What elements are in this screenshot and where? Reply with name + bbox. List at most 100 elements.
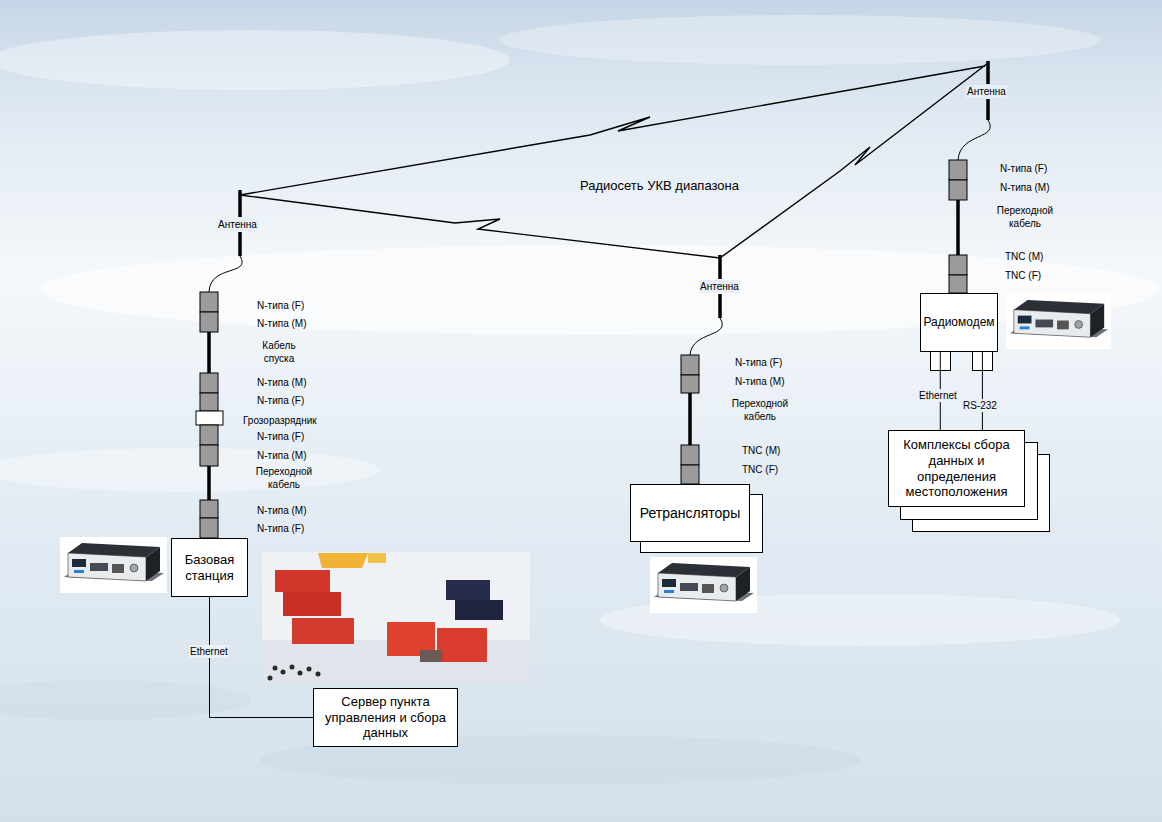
connector bbox=[949, 160, 967, 180]
box-text: Ретрансляторы bbox=[640, 505, 740, 522]
radio-link bbox=[720, 63, 988, 258]
part-label: N-типа (M) bbox=[257, 449, 306, 462]
port bbox=[931, 352, 951, 371]
connector bbox=[200, 445, 218, 466]
cloud-texture bbox=[500, 15, 1100, 65]
part-label: N-типа (F) bbox=[735, 356, 782, 369]
device-box: Сервер пункта управления и сбора данных bbox=[313, 688, 458, 747]
part-label: N-типа (F) bbox=[1000, 162, 1047, 175]
cable bbox=[688, 393, 692, 445]
ice-texture bbox=[0, 680, 250, 720]
antenna-mast bbox=[238, 190, 242, 217]
tent bbox=[275, 570, 330, 592]
antenna-leads bbox=[209, 120, 990, 355]
connector bbox=[949, 180, 967, 200]
part-label: N-типа (F) bbox=[257, 394, 304, 407]
part-label: TNC (F) bbox=[1005, 269, 1041, 282]
antenna-mast bbox=[238, 232, 242, 256]
tent bbox=[283, 592, 341, 616]
antenna-lead bbox=[958, 120, 990, 160]
person bbox=[290, 665, 295, 670]
connector bbox=[949, 275, 967, 293]
tent bbox=[368, 553, 386, 563]
signal-label: Ethernet bbox=[918, 389, 958, 402]
part-label: N-типа (M) bbox=[257, 376, 306, 389]
connector bbox=[200, 518, 218, 538]
person bbox=[268, 676, 273, 681]
connector bbox=[949, 255, 967, 275]
part-label: N-типа (M) bbox=[257, 317, 306, 330]
person bbox=[281, 670, 286, 675]
device-box: Комплексы сбора данных и определения мес… bbox=[888, 430, 1025, 507]
ice-texture bbox=[0, 448, 380, 492]
radio-link bbox=[240, 195, 720, 258]
box-text: Радиомодем bbox=[923, 315, 994, 329]
photo-object bbox=[420, 650, 442, 662]
part-label: Переходной кабель bbox=[728, 397, 792, 423]
connector bbox=[200, 373, 218, 393]
connector bbox=[200, 292, 218, 312]
person bbox=[298, 671, 303, 676]
cloud-texture bbox=[40, 245, 1160, 335]
part-label: N-типа (F) bbox=[257, 299, 304, 312]
part-label: TNC (M) bbox=[1005, 250, 1043, 263]
antenna-mast bbox=[718, 294, 722, 318]
part-label: N-типа (M) bbox=[735, 375, 784, 388]
part-label: TNC (F) bbox=[742, 463, 778, 476]
connector bbox=[681, 355, 699, 375]
network-label: Радиосеть УКВ диапазона bbox=[580, 178, 739, 194]
device-photo bbox=[60, 537, 167, 593]
part-label: Антенна bbox=[966, 85, 1007, 98]
lightning-arrester bbox=[196, 411, 223, 425]
part-label: Переходной кабель bbox=[252, 465, 316, 491]
connectors bbox=[196, 160, 967, 538]
device-box: Радиомодем bbox=[920, 293, 998, 352]
connector bbox=[200, 393, 218, 411]
person bbox=[273, 666, 278, 671]
connector bbox=[681, 465, 699, 484]
part-label: Антенна bbox=[217, 218, 258, 231]
part-label: N-типа (F) bbox=[257, 430, 304, 443]
radio-links bbox=[240, 63, 988, 258]
cable bbox=[956, 200, 960, 255]
cable bbox=[207, 332, 211, 373]
part-label: N-типа (M) bbox=[1000, 181, 1049, 194]
connector bbox=[681, 445, 699, 465]
tent bbox=[437, 628, 487, 662]
radio-link bbox=[240, 66, 985, 195]
person bbox=[316, 672, 321, 677]
tent bbox=[318, 553, 368, 568]
part-label: Кабель спуска bbox=[254, 339, 304, 365]
cable-link bbox=[982, 352, 983, 430]
connector bbox=[200, 425, 218, 445]
device-box: Базовая станция bbox=[171, 538, 248, 597]
signal-label: Ethernet bbox=[189, 645, 229, 658]
tent bbox=[446, 580, 490, 600]
device-box: Ретрансляторы bbox=[630, 484, 750, 542]
antenna-mast bbox=[986, 99, 990, 120]
part-label: TNC (M) bbox=[742, 444, 780, 457]
tent bbox=[455, 600, 503, 620]
cloud-texture bbox=[0, 30, 510, 90]
cables bbox=[209, 200, 958, 500]
part-label: N-типа (M) bbox=[257, 504, 306, 517]
antenna-mast bbox=[986, 61, 990, 84]
tent bbox=[292, 618, 354, 644]
antenna-lead bbox=[209, 256, 242, 292]
connector bbox=[681, 375, 699, 393]
part-label: Грозоразрядник bbox=[243, 414, 317, 427]
antennas bbox=[240, 61, 988, 318]
cable bbox=[207, 466, 211, 500]
signal-label: RS-232 bbox=[962, 399, 998, 412]
photo-snow bbox=[262, 552, 530, 685]
connector bbox=[200, 312, 218, 332]
camp-photo bbox=[262, 552, 530, 685]
box-text: Сервер пункта управления и сбора данных bbox=[318, 694, 453, 741]
part-label: N-типа (F) bbox=[257, 522, 304, 535]
device-photo bbox=[650, 557, 757, 613]
antenna-lead bbox=[690, 318, 722, 355]
box-text: Комплексы сбора данных и определения мес… bbox=[893, 437, 1020, 499]
person bbox=[307, 667, 312, 672]
modem-ports bbox=[931, 352, 993, 371]
part-label: Антенна bbox=[699, 280, 740, 293]
